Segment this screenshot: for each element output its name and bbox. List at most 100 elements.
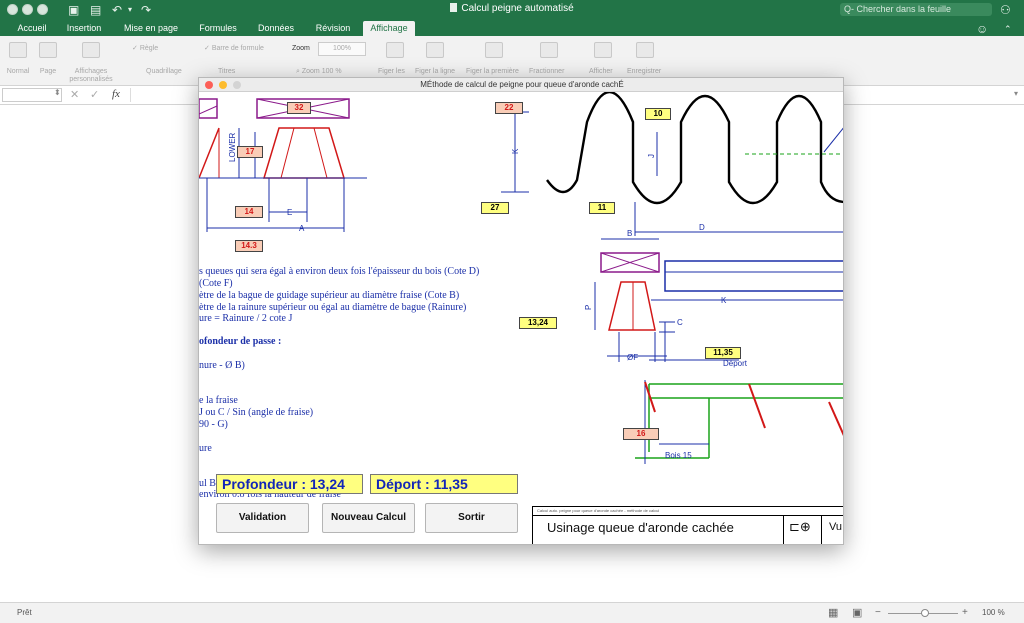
share-user-icon[interactable]: ⚇ xyxy=(1000,3,1011,17)
undo-icon[interactable]: ↶ xyxy=(112,3,123,17)
insert-function-icon[interactable]: fx xyxy=(112,88,120,100)
value-tag-16: 16 xyxy=(623,428,659,440)
tab-donnees[interactable]: Données xyxy=(257,23,295,33)
tab-affichage[interactable]: Affichage xyxy=(363,21,415,36)
zoom-window-button[interactable] xyxy=(37,4,48,15)
tab-insertion[interactable]: Insertion xyxy=(66,23,102,33)
left-dimensions xyxy=(206,128,345,232)
freeze-row-icon[interactable] xyxy=(426,42,444,58)
ribbon-tab-bar: Accueil Insertion Mise en page Formules … xyxy=(0,20,1024,36)
result-profondeur: Profondeur : 13,24 xyxy=(216,474,363,494)
router-bit-right xyxy=(608,281,656,331)
record-macro-icon[interactable] xyxy=(636,42,654,58)
freeze-panes-icon[interactable] xyxy=(386,42,404,58)
tab-revision[interactable]: Révision xyxy=(315,23,351,33)
dim-label-b: B xyxy=(627,229,632,238)
tab-mise-en-page[interactable]: Mise en page xyxy=(123,23,179,33)
value-tag-11-35: 11,35 xyxy=(705,347,741,359)
cancel-entry-icon[interactable]: ✕ xyxy=(70,89,80,101)
value-tag-14: 14 xyxy=(235,206,263,218)
dialog-title-bar: MÉthode de calcul de peigne pour queue d… xyxy=(199,78,843,92)
expand-formula-icon[interactable]: ▾ xyxy=(1014,89,1019,98)
gridlines-checkbox[interactable]: Quadrillage xyxy=(146,68,182,75)
note-line-7: nure - Ø B) xyxy=(199,360,245,371)
formula-input[interactable] xyxy=(130,88,1010,102)
zoom-select[interactable]: 100% xyxy=(318,42,366,56)
title-block-vu: Vu xyxy=(829,521,843,533)
formula-bar-checkbox[interactable]: ✓ Barre de formule xyxy=(204,45,264,52)
zoom-label: Zoom xyxy=(292,45,310,52)
ruler-checkbox[interactable]: ✓ Règle xyxy=(132,45,159,52)
projection-symbol-icon: ⊏⊕ xyxy=(789,519,811,534)
document-title: Calcul peigne automatisé xyxy=(0,3,1024,14)
zoom-percentage: 100 % xyxy=(982,608,1005,617)
document-icon xyxy=(450,3,458,12)
page-layout-icon[interactable] xyxy=(39,42,57,58)
tab-accueil[interactable]: Accueil xyxy=(17,23,47,33)
router-bit-left xyxy=(199,127,367,179)
wood-piece xyxy=(635,380,843,464)
value-tag-11: 11 xyxy=(589,202,615,214)
title-block-divider xyxy=(533,515,843,516)
dialog-close-button[interactable] xyxy=(205,81,213,89)
dialog-title: MÉthode de calcul de peigne pour queue d… xyxy=(420,80,624,89)
show-macros-icon[interactable] xyxy=(594,42,612,58)
status-ready: Prêt xyxy=(17,608,32,617)
tab-formules[interactable]: Formules xyxy=(199,23,237,33)
note-line-2: (Cote F) xyxy=(199,278,233,289)
split-label: Fractionner xyxy=(529,68,565,75)
name-box-stepper-icon[interactable]: ⬍ xyxy=(54,88,61,97)
zoom-100-button[interactable]: ⌕ Zoom 100 % xyxy=(296,68,342,75)
undo-dropdown-icon[interactable]: ▾ xyxy=(128,5,133,14)
exit-button[interactable]: Sortir xyxy=(425,503,518,533)
close-window-button[interactable] xyxy=(7,4,18,15)
page-layout-status-icon[interactable]: ▣ xyxy=(852,607,863,619)
dim-label-k-right: K xyxy=(721,296,727,305)
save-icon[interactable]: ▤ xyxy=(90,3,102,17)
dim-label-c: C xyxy=(677,318,683,327)
dialog-minimize-button[interactable] xyxy=(219,81,227,89)
drawing-svg: E A LOWER P K xyxy=(199,92,843,464)
custom-views-icon[interactable] xyxy=(82,42,100,58)
headings-checkbox[interactable]: Titres xyxy=(218,68,236,75)
new-calculation-button[interactable]: Nouveau Calcul xyxy=(322,503,415,533)
note-line-1: s queues qui sera égal à environ deux fo… xyxy=(199,266,480,277)
collapse-ribbon-icon[interactable]: ⌃ xyxy=(1004,24,1012,34)
value-tag-14-3: 14.3 xyxy=(235,240,263,252)
normal-view-label: Normal xyxy=(6,68,30,75)
title-block-header: Calcul auto. peigne pour queue d'aronde … xyxy=(537,508,660,513)
freeze-column-icon[interactable] xyxy=(485,42,503,58)
freeze-panes-label: Figer les xyxy=(378,68,405,75)
dim-label-p-right: P xyxy=(584,305,593,310)
note-line-5: ure = Rainure / 2 cote J xyxy=(199,313,293,324)
normal-view-icon[interactable] xyxy=(9,42,27,58)
split-icon[interactable] xyxy=(540,42,558,58)
smiley-feedback-icon[interactable]: ☺ xyxy=(976,22,989,36)
zoom-out-button[interactable]: − xyxy=(875,607,881,618)
redo-icon[interactable]: ↷ xyxy=(141,3,152,17)
minimize-window-button[interactable] xyxy=(22,4,33,15)
name-box[interactable] xyxy=(2,88,62,102)
custom-views-label-2: personnalisés xyxy=(69,76,113,83)
title-block: Calcul auto. peigne pour queue d'aronde … xyxy=(532,506,843,544)
sidebar-icon[interactable]: ▣ xyxy=(68,3,80,17)
result-deport: Déport : 11,35 xyxy=(370,474,518,494)
custom-views-label: Affichages xyxy=(74,68,108,75)
dialog-zoom-button[interactable] xyxy=(233,81,241,89)
note-line-10: 90 - G) xyxy=(199,419,228,430)
validation-button[interactable]: Validation xyxy=(216,503,309,533)
dim-label-e: E xyxy=(287,208,292,217)
dim-label-bois: Bois 15 xyxy=(665,451,692,460)
zoom-slider-thumb[interactable] xyxy=(921,609,929,617)
dim-label-k-top: K xyxy=(511,148,520,154)
zoom-in-button[interactable]: + xyxy=(962,607,968,618)
guide-bushing-top-left xyxy=(199,98,350,119)
value-tag-22: 22 xyxy=(495,102,523,114)
value-tag-13-24: 13,24 xyxy=(519,317,557,329)
confirm-entry-icon[interactable]: ✓ xyxy=(90,89,100,101)
search-sheet-input[interactable]: Q- Chercher dans la feuille xyxy=(840,3,992,16)
note-line-13: environ 0.8 fois la hauteur de fraise xyxy=(199,489,341,500)
note-line-9: J ou C / Sin (angle de fraise) xyxy=(199,407,314,418)
normal-view-status-icon[interactable]: ▦ xyxy=(828,607,839,619)
